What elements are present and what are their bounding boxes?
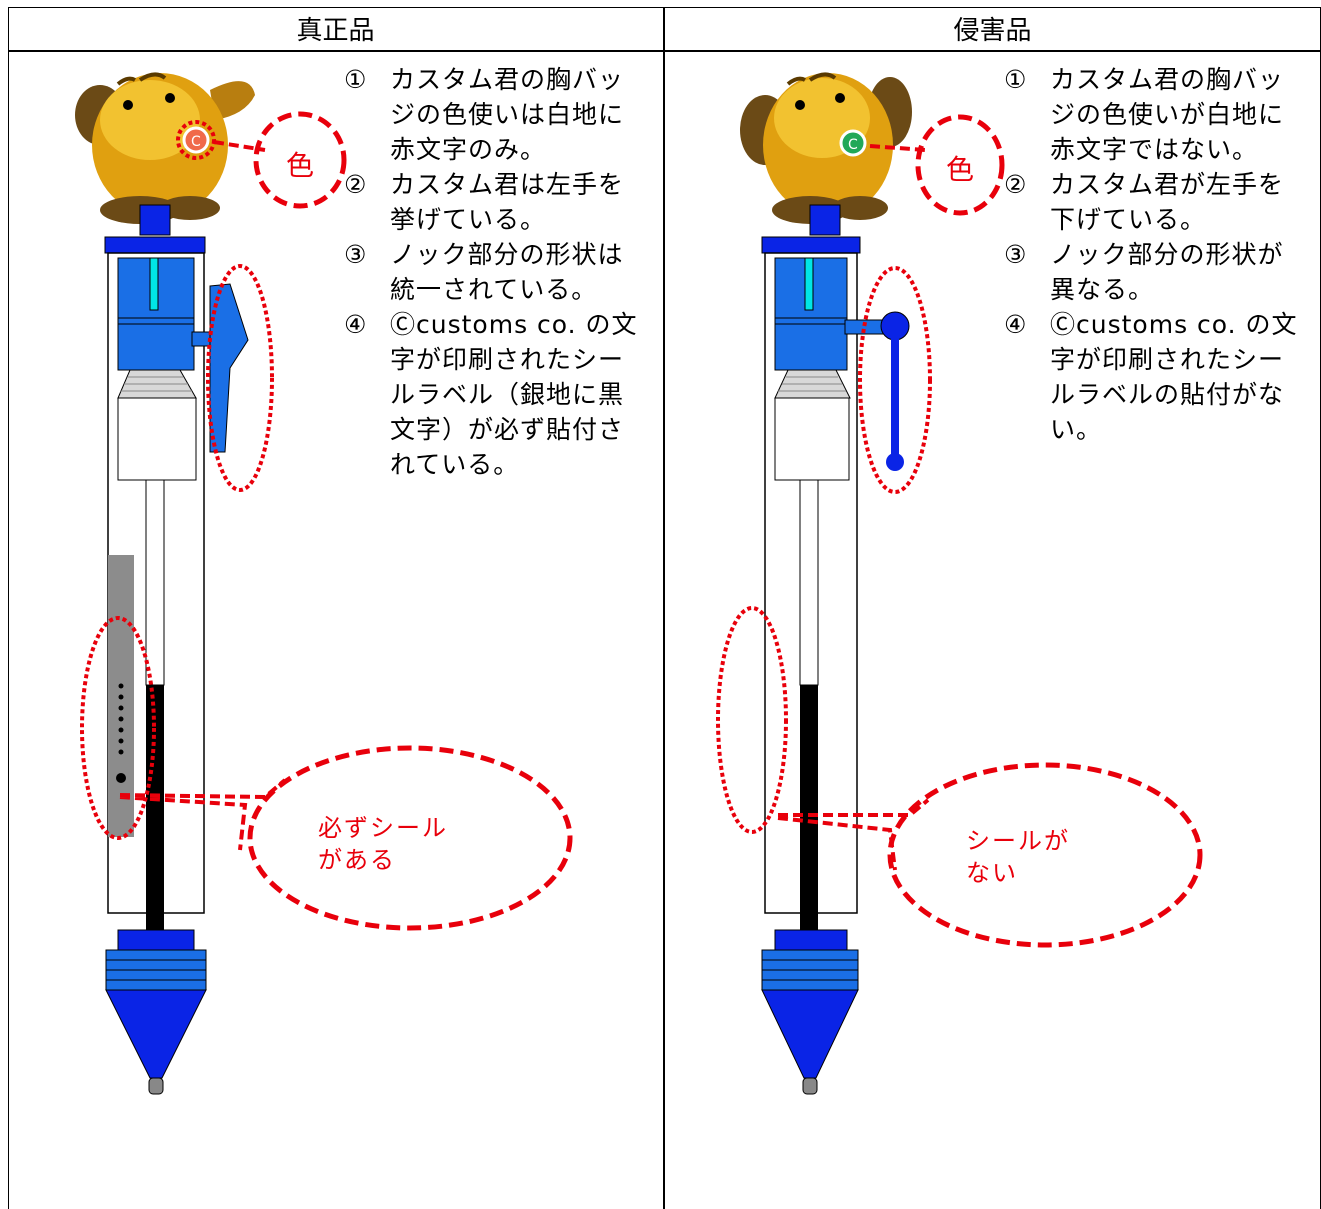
note-text: ノック部分の形状は統一されている。 xyxy=(390,240,624,304)
svg-text:C: C xyxy=(191,134,201,150)
note-text: カスタム君の胸バッジの色使いが白地に赤文字ではない。 xyxy=(1050,65,1285,164)
seal-callout-infringing-line1: シールが xyxy=(966,827,1070,855)
header-genuine: 真正品 xyxy=(296,16,375,46)
infringing-note-4: ④ Ⓒcustoms co. の文字が印刷されたシールラベルの貼付がない。 xyxy=(1000,307,1300,447)
note-number: ① xyxy=(1004,65,1027,94)
note-text: カスタム君の胸バッジの色使いは白地に赤文字のみ。 xyxy=(390,65,625,164)
note-text: Ⓒcustoms co. の文字が印刷されたシールラベルの貼付がない。 xyxy=(1050,310,1298,444)
color-callout-infringing: 色 xyxy=(946,153,975,186)
note-number: ② xyxy=(344,170,367,199)
mascot-infringing: C xyxy=(740,72,912,224)
note-number: ④ xyxy=(344,310,367,339)
seal-dots xyxy=(116,683,126,783)
infringing-note-1: ① カスタム君の胸バッジの色使いが白地に赤文字ではない。 xyxy=(1000,62,1300,167)
seal-callout-genuine-line1: 必ずシール xyxy=(318,814,448,842)
genuine-notes: ① カスタム君の胸バッジの色使いは白地に赤文字のみ。 ② カスタム君は左手を挙げてい… xyxy=(340,62,640,482)
genuine-note-1: ① カスタム君の胸バッジの色使いは白地に赤文字のみ。 xyxy=(340,62,640,167)
note-number: ① xyxy=(344,65,367,94)
note-number: ③ xyxy=(1004,240,1027,269)
note-text: カスタム君は左手を挙げている。 xyxy=(390,170,625,234)
seal-callout-infringing-line2: ない xyxy=(966,859,1018,887)
seal-callout-genuine: 必ずシール がある xyxy=(318,812,448,876)
genuine-note-2: ② カスタム君は左手を挙げている。 xyxy=(340,167,640,237)
seal-callout-infringing: シールが ない xyxy=(966,825,1070,889)
column-divider xyxy=(663,7,665,1209)
note-number: ④ xyxy=(1004,310,1027,339)
seal-callout-genuine-line2: がある xyxy=(318,846,396,874)
genuine-note-3: ③ ノック部分の形状は統一されている。 xyxy=(340,237,640,307)
note-text: ノック部分の形状が異なる。 xyxy=(1050,240,1284,304)
infringing-notes: ① カスタム君の胸バッジの色使いが白地に赤文字ではない。 ② カスタム君が左手を下げ… xyxy=(1000,62,1300,447)
note-number: ③ xyxy=(344,240,367,269)
svg-text:C: C xyxy=(848,137,858,153)
note-number: ② xyxy=(1004,170,1027,199)
infringing-note-2: ② カスタム君が左手を下げている。 xyxy=(1000,167,1300,237)
header-divider xyxy=(8,50,1321,52)
mascot-genuine: C xyxy=(75,72,255,224)
color-callout-genuine: 色 xyxy=(286,149,315,182)
note-text: Ⓒcustoms co. の文字が印刷されたシールラベル（銀地に黒文字）が必ず貼… xyxy=(390,310,638,479)
note-text: カスタム君が左手を下げている。 xyxy=(1050,170,1285,234)
genuine-note-4: ④ Ⓒcustoms co. の文字が印刷されたシールラベル（銀地に黒文字）が必ず… xyxy=(340,307,640,482)
header-infringing: 侵害品 xyxy=(953,16,1032,46)
infringing-note-3: ③ ノック部分の形状が異なる。 xyxy=(1000,237,1300,307)
